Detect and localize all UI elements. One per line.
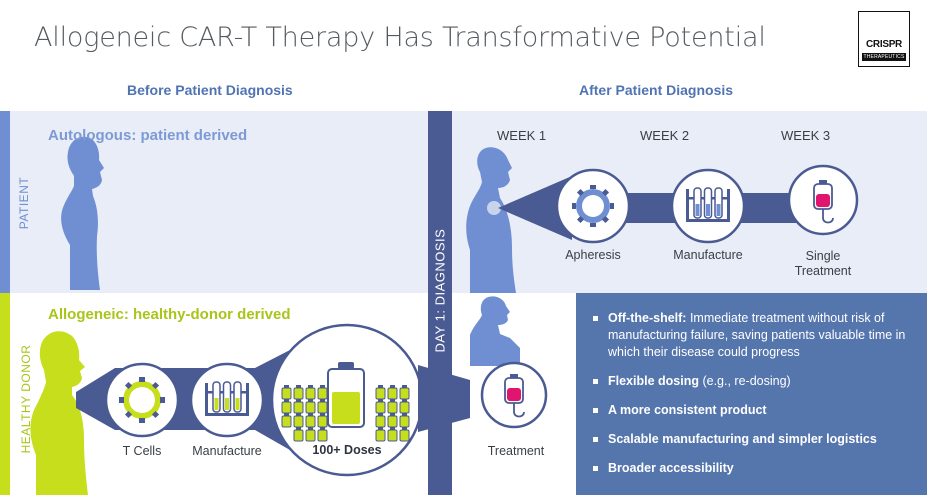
auto-patient-silhouette-icon xyxy=(466,147,516,293)
donor-silhouette-icon xyxy=(30,331,88,495)
treatment-label: Treatment xyxy=(794,264,852,278)
small-vial-icon xyxy=(399,385,410,400)
small-vial-icon xyxy=(387,427,398,442)
benefit-consistent-product: A more consistent product xyxy=(590,402,920,419)
allo-iv-bag-icon xyxy=(504,374,525,418)
small-vial-icon xyxy=(399,399,410,414)
benefit-heading: Broader accessibility xyxy=(608,461,734,475)
auto-test-tubes-icon xyxy=(686,187,730,222)
donor-sidebar xyxy=(0,293,10,495)
donor-funnel xyxy=(76,368,115,430)
small-vial-icon xyxy=(387,413,398,428)
small-vial-icon xyxy=(281,413,292,428)
auto-funnel xyxy=(498,176,572,240)
patient-sidebar-label: PATIENT xyxy=(17,176,31,230)
small-vial-icon xyxy=(399,427,410,442)
big-vial-icon xyxy=(327,362,365,428)
benefits-panel xyxy=(576,293,927,495)
vial-grid xyxy=(281,385,410,442)
small-vial-icon xyxy=(317,427,328,442)
crispr-logo: CRISPR THERAPEUTICS xyxy=(858,11,910,67)
benefit-heading: Flexible dosing xyxy=(608,374,699,388)
auto-manufacture-label: Manufacture xyxy=(673,248,743,262)
apheresis-label: Apheresis xyxy=(565,248,621,262)
small-vial-icon xyxy=(305,427,316,442)
allo-treatment-funnel xyxy=(418,365,470,432)
apheresis-site-icon xyxy=(487,201,501,215)
benefit-heading: A more consistent product xyxy=(608,403,767,417)
benefit-heading: Scalable manufacturing and simpler logis… xyxy=(608,432,877,446)
tcells-label: T Cells xyxy=(122,444,162,458)
donor-sidebar-label: HEALTHY DONOR xyxy=(19,344,33,454)
patient-silhouette-icon xyxy=(61,136,104,290)
week-3-label: WEEK 3 xyxy=(781,128,831,143)
allogeneic-title: Allogeneic: healthy-donor derived xyxy=(48,306,291,323)
auto-iv-bag-icon xyxy=(813,180,834,224)
allo-manufacture-label: Manufacture xyxy=(192,444,262,458)
logo-name: CRISPR xyxy=(866,39,902,50)
single-label: Single xyxy=(805,249,841,263)
doses-label: 100+ Doses xyxy=(312,443,382,457)
treatment-patient-icon xyxy=(470,296,520,366)
after-diagnosis-header: After Patient Diagnosis xyxy=(579,82,734,98)
small-vial-icon xyxy=(293,413,304,428)
week-1-label: WEEK 1 xyxy=(497,128,547,143)
slide-title: Allogeneic CAR-T Therapy Has Transformat… xyxy=(34,22,766,53)
week-2-label: WEEK 2 xyxy=(640,128,690,143)
small-vial-icon xyxy=(293,427,304,442)
benefit-heading: Off-the-shelf: xyxy=(608,311,687,325)
benefit-text: Immediate treatment without risk of manu… xyxy=(608,311,906,359)
small-vial-icon xyxy=(375,427,386,442)
autologous-title: Autologous: patient derived xyxy=(48,127,248,144)
small-vial-icon xyxy=(387,399,398,414)
small-vial-icon xyxy=(387,385,398,400)
before-diagnosis-header: Before Patient Diagnosis xyxy=(127,82,293,98)
benefit-text: (e.g., re-dosing) xyxy=(699,374,791,388)
diagnosis-divider-label: DAY 1: DIAGNOSIS xyxy=(432,228,448,353)
benefit-flexible-dosing: Flexible dosing (e.g., re-dosing) xyxy=(590,373,920,390)
benefits-list: Off-the-shelf: Immediate treatment witho… xyxy=(590,310,920,489)
benefit-broader-accessibility: Broader accessibility xyxy=(590,460,920,477)
allo-test-tubes-icon xyxy=(205,381,249,416)
patient-sidebar xyxy=(0,111,10,293)
benefit-scalable-manufacturing: Scalable manufacturing and simpler logis… xyxy=(590,431,920,448)
benefit-off-the-shelf: Off-the-shelf: Immediate treatment witho… xyxy=(590,310,920,361)
diagnosis-divider xyxy=(428,111,452,495)
logo-subtitle: THERAPEUTICS xyxy=(862,53,906,61)
allo-treatment-label: Treatment xyxy=(487,444,545,458)
